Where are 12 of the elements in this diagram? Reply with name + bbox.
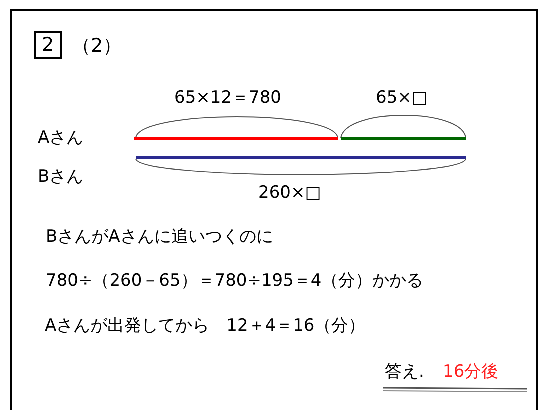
- person-label: Aさん: [38, 128, 84, 148]
- solution-text: BさんがAさんに追いつくのに: [46, 227, 274, 247]
- segment-label: 260×□: [258, 183, 322, 203]
- subquestion-number: （2）: [72, 36, 122, 56]
- answer-value: 16分後: [443, 362, 499, 382]
- answer-label: 答え.: [385, 362, 424, 382]
- question-number: 2: [34, 31, 62, 59]
- segment-label: 65×12＝780: [174, 88, 282, 108]
- solution-text: 780÷（260－65）＝780÷195＝4（分）かかる: [46, 271, 424, 291]
- segment-label: 65×□: [376, 88, 428, 108]
- person-label: Bさん: [38, 167, 84, 187]
- solution-text: Aさんが出発してから 12＋4＝16（分）: [45, 316, 366, 336]
